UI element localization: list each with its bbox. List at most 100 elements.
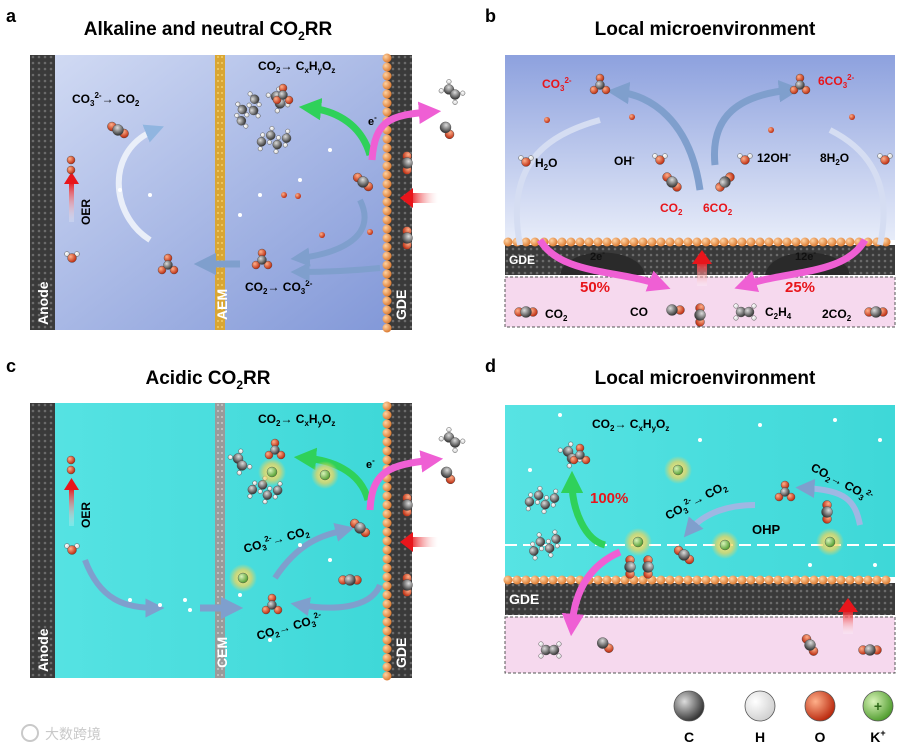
hydrogen-atom-icon xyxy=(247,464,253,470)
catalyst-bead-icon xyxy=(800,575,810,585)
oxygen-atom-icon xyxy=(849,114,855,120)
proton-dot-icon xyxy=(808,563,812,567)
panel-c: c Acidic CO2RR Anode CEM GDE CO2→ CxHyOz… xyxy=(6,356,466,681)
hydrogen-atom-icon xyxy=(553,488,559,494)
oxygen-atom-icon xyxy=(569,455,579,465)
catalyst-bead-icon xyxy=(674,237,684,247)
water-molecule-icon xyxy=(64,251,80,263)
legend-o-atom-icon xyxy=(804,690,836,722)
hydrogen-atom-icon xyxy=(257,146,263,152)
catalyst-bead-icon xyxy=(557,237,567,247)
oxygen-molecule-icon xyxy=(66,155,76,175)
carbon-atom-icon xyxy=(401,232,413,244)
catalyst-bead-icon xyxy=(382,644,392,654)
panel-c-oer-arrowhead xyxy=(64,478,79,490)
panel-b-co2-6: 6CO2 xyxy=(703,201,733,217)
catalyst-bead-icon xyxy=(755,575,765,585)
hydrogen-atom-icon xyxy=(446,79,452,85)
panel-d: d Local microenvironment GDE CO2→ CxHyOz… xyxy=(485,356,896,674)
panel-d-gde-layer xyxy=(505,583,895,615)
catalyst-bead-icon xyxy=(382,671,392,681)
carbon-atom-icon xyxy=(163,260,173,270)
panel-b-gde-label: GDE xyxy=(509,253,535,267)
catalyst-bead-icon xyxy=(836,237,846,247)
panel-a-anode xyxy=(30,55,55,330)
panel-d-gde-beads xyxy=(503,575,891,585)
carbon-atom-icon xyxy=(247,484,258,495)
hydrogen-atom-icon xyxy=(227,454,233,460)
panel-b-co3-right: 6CO32- xyxy=(818,73,855,90)
carbonate-ion-icon xyxy=(251,248,273,270)
hydrogen-atom-icon xyxy=(541,509,547,514)
catalyst-bead-icon xyxy=(638,237,648,247)
hydrogen-atom-icon xyxy=(252,480,258,486)
panel-b-pink-left xyxy=(536,238,671,292)
catalyst-bead-icon xyxy=(382,215,392,225)
catalyst-bead-icon xyxy=(382,206,392,216)
co2-molecule-icon xyxy=(401,151,413,175)
catalyst-bead-icon xyxy=(382,608,392,618)
catalyst-bead-icon xyxy=(382,71,392,81)
catalyst-bead-icon xyxy=(809,237,819,247)
panel-d-right-arrow xyxy=(795,478,863,526)
catalyst-bead-icon xyxy=(746,575,756,585)
panel-d-ohp: OHP xyxy=(752,522,781,537)
catalyst-bead-icon xyxy=(611,237,621,247)
panel-c-electron: e- xyxy=(366,456,375,471)
catalyst-bead-icon xyxy=(382,197,392,207)
potassium-atom-icon xyxy=(632,536,644,548)
catalyst-bead-icon xyxy=(827,575,837,585)
panel-c-oer-arrow xyxy=(69,488,74,526)
proton-dot-icon xyxy=(238,593,242,597)
proton-dot-icon xyxy=(158,603,162,607)
hydrocarbon-molecule-icon xyxy=(227,448,253,476)
catalyst-bead-icon xyxy=(382,635,392,645)
carbon-atom-icon xyxy=(272,139,282,150)
potassium-ion-icon xyxy=(816,528,844,556)
co2-molecule-icon xyxy=(107,121,129,139)
panel-d-gas-zone xyxy=(504,616,896,674)
panel-c-proton-arrow xyxy=(82,558,165,618)
panel-b: b Local microenvironment GDE CO32- 6CO32… xyxy=(485,6,896,328)
carbonate-ion-icon xyxy=(261,593,283,615)
panel-b-co2-red: CO2 xyxy=(660,201,683,217)
co2-molecule-icon xyxy=(349,518,371,538)
oxygen-atom-icon xyxy=(272,95,282,105)
panel-c-green-arrow xyxy=(293,447,372,502)
panel-d-molecules xyxy=(524,413,882,659)
co2-molecule-icon xyxy=(642,555,654,579)
panel-b-bottom-co: CO xyxy=(630,305,648,319)
catalyst-bead-icon xyxy=(683,237,693,247)
co2-molecule-icon xyxy=(401,573,413,597)
carbon-atom-icon xyxy=(520,306,532,318)
catalyst-bead-icon xyxy=(791,575,801,585)
oxygen-atom-icon xyxy=(169,265,179,275)
oxygen-atom-icon xyxy=(284,95,294,105)
carbon-atom-icon xyxy=(780,487,790,497)
hydrogen-atom-icon xyxy=(528,492,534,498)
panel-a-anode-label: Anode xyxy=(35,281,51,325)
carbon-atom-icon xyxy=(743,306,755,318)
carbon-atom-icon xyxy=(575,450,585,460)
oxygen-molecule-icon xyxy=(66,455,76,475)
hydrogen-atom-icon xyxy=(273,149,279,154)
panel-a-gde-label: GDE xyxy=(393,290,409,320)
catalyst-bead-icon xyxy=(382,278,392,288)
oxygen-atom-icon xyxy=(273,605,283,615)
carbon-atom-icon xyxy=(272,485,283,496)
carbon-atom-icon xyxy=(401,157,413,169)
panel-a-title: Alkaline and neutral CO2RR xyxy=(84,19,333,43)
panel-a-co2-feed-arrowhead xyxy=(400,188,413,208)
carbon-atom-icon xyxy=(870,306,882,318)
catalyst-bead-icon xyxy=(755,237,765,247)
catalyst-bead-icon xyxy=(674,575,684,585)
catalyst-bead-icon xyxy=(845,575,855,585)
oxygen-atom-icon xyxy=(789,85,799,95)
catalyst-bead-icon xyxy=(746,237,756,247)
catalyst-bead-icon xyxy=(800,237,810,247)
hydrogen-atom-icon xyxy=(274,108,280,114)
panel-d-pct: 100% xyxy=(590,490,628,507)
carbon-atom-icon xyxy=(642,561,654,573)
hydrogen-atom-icon xyxy=(538,641,544,647)
hydrogen-atom-icon xyxy=(550,502,556,508)
